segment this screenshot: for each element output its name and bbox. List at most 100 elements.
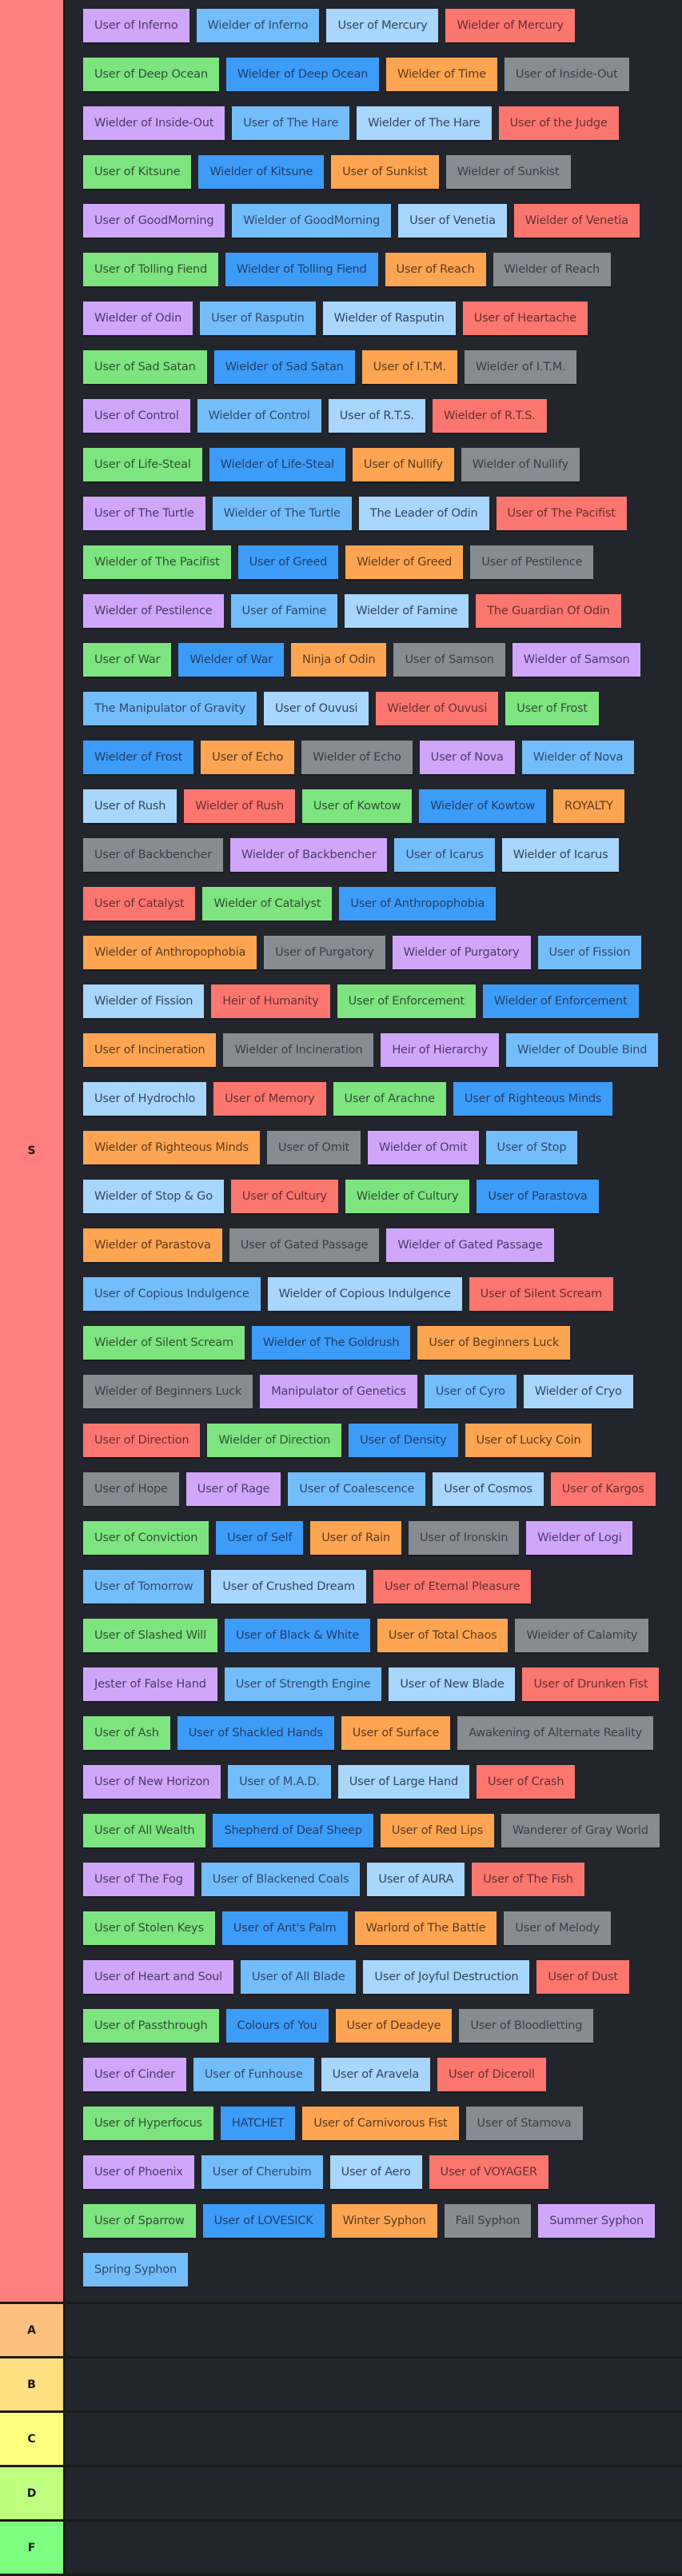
tier-item-chip[interactable]: User of Hyperfocus: [83, 2107, 213, 2140]
tier-item-chip[interactable]: User of Tolling Fiend: [83, 253, 219, 286]
tier-item-chip[interactable]: Wielder of Incineration: [223, 1033, 374, 1067]
tier-item-chip[interactable]: Wielder of Righteous Minds: [83, 1131, 260, 1164]
tier-item-chip[interactable]: Wielder of The Turtle: [212, 497, 352, 530]
tier-item-chip[interactable]: Wielder of Calamity: [515, 1619, 649, 1652]
tier-item-chip[interactable]: User of Phoenix: [83, 2155, 194, 2189]
tier-item-chip[interactable]: User of Cinder: [83, 2058, 186, 2091]
tier-item-chip[interactable]: Wielder of Nova: [521, 741, 635, 774]
tier-label-a[interactable]: A: [0, 2304, 66, 2356]
tier-item-chip[interactable]: User of Incineration: [83, 1033, 217, 1067]
tier-item-chip[interactable]: User of Beginners Luck: [417, 1326, 571, 1360]
tier-item-chip[interactable]: User of Nova: [419, 741, 515, 774]
tier-item-chip[interactable]: User of Deadeye: [335, 2009, 453, 2043]
tier-drop-zone-a[interactable]: [66, 2304, 682, 2356]
tier-item-chip[interactable]: User of Stop: [485, 1131, 578, 1164]
tier-item-chip[interactable]: Heir of Hierarchy: [381, 1033, 500, 1067]
tier-item-chip[interactable]: User of Kitsune: [83, 155, 192, 189]
tier-item-chip[interactable]: Wielder of Famine: [345, 594, 469, 628]
tier-label-s[interactable]: S: [0, 0, 66, 2302]
tier-item-chip[interactable]: Wielder of GoodMorning: [232, 204, 392, 238]
tier-item-chip[interactable]: User of Total Chaos: [377, 1619, 509, 1652]
tier-item-chip[interactable]: User of The Fog: [83, 1863, 194, 1896]
tier-item-chip[interactable]: User of Joyful Destruction: [363, 1960, 530, 1994]
tier-item-chip[interactable]: Wielder of Stop & Go: [83, 1180, 224, 1213]
tier-item-chip[interactable]: User of Famine: [230, 594, 338, 628]
tier-item-chip[interactable]: User of Aravela: [321, 2058, 431, 2091]
tier-item-chip[interactable]: ROYALTY: [553, 789, 624, 823]
tier-item-chip[interactable]: User of Silent Scream: [469, 1277, 614, 1311]
tier-item-chip[interactable]: Wielder of Control: [197, 399, 321, 433]
tier-item-chip[interactable]: User of Diceroll: [437, 2058, 546, 2091]
tier-item-chip[interactable]: User of VOYAGER: [429, 2155, 548, 2189]
tier-item-chip[interactable]: Wielder of The Hare: [357, 106, 492, 140]
tier-item-chip[interactable]: User of Deep Ocean: [83, 58, 219, 91]
tier-item-chip[interactable]: Wielder of War: [178, 643, 285, 677]
tier-item-chip[interactable]: User of Copious Indulgence: [83, 1277, 261, 1311]
tier-item-chip[interactable]: User of Blackened Coals: [201, 1863, 361, 1896]
tier-item-chip[interactable]: User of Eternal Pleasure: [373, 1570, 532, 1604]
tier-item-chip[interactable]: User of Black & White: [224, 1619, 370, 1652]
tier-item-chip[interactable]: Wielder of Copious Indulgence: [267, 1277, 462, 1311]
tier-item-chip[interactable]: User of Nullify: [352, 448, 454, 481]
tier-drop-zone-f[interactable]: [66, 2522, 682, 2574]
tier-label-f[interactable]: F: [0, 2522, 66, 2574]
tier-item-chip[interactable]: User of Red Lips: [380, 1814, 494, 1847]
tier-item-chip[interactable]: User of M.A.D.: [228, 1765, 331, 1799]
tier-item-chip[interactable]: User of Melody: [504, 1911, 611, 1945]
tier-item-chip[interactable]: The Guardian Of Odin: [476, 594, 621, 628]
tier-item-chip[interactable]: Wielder of Fission: [83, 984, 205, 1018]
tier-item-chip[interactable]: Wanderer of Gray World: [501, 1814, 660, 1847]
tier-item-chip[interactable]: User of Tomorrow: [83, 1570, 205, 1604]
tier-item-chip[interactable]: User of LOVESICK: [202, 2204, 325, 2238]
tier-item-chip[interactable]: User of Sunkist: [331, 155, 439, 189]
tier-item-chip[interactable]: Heir of Humanity: [211, 984, 330, 1018]
tier-item-chip[interactable]: User of Kowtow: [301, 789, 413, 823]
tier-item-chip[interactable]: Wielder of Logi: [526, 1521, 633, 1555]
tier-item-chip[interactable]: User of Rage: [185, 1472, 281, 1506]
tier-item-chip[interactable]: Wielder of Parastova: [83, 1228, 222, 1262]
tier-item-chip[interactable]: User of Ironskin: [409, 1521, 520, 1555]
tier-item-chip[interactable]: Wielder of Silent Scream: [83, 1326, 245, 1360]
tier-item-chip[interactable]: User of The Hare: [232, 106, 350, 140]
tier-item-chip[interactable]: User of Sad Satan: [83, 350, 207, 384]
tier-item-chip[interactable]: User of Cosmos: [433, 1472, 544, 1506]
tier-item-chip[interactable]: User of Heartache: [462, 302, 588, 335]
tier-item-chip[interactable]: User of Venetia: [398, 204, 507, 238]
tier-item-chip[interactable]: Warlord of The Battle: [354, 1911, 497, 1945]
tier-item-chip[interactable]: Wielder of The Pacifist: [83, 545, 231, 579]
tier-item-chip[interactable]: User of Cherubim: [201, 2155, 323, 2189]
tier-drop-zone-c[interactable]: [66, 2413, 682, 2465]
tier-item-chip[interactable]: User of Inferno: [83, 9, 189, 42]
tier-item-chip[interactable]: User of Cultury: [230, 1180, 338, 1213]
tier-item-chip[interactable]: User of Ouvusi: [263, 692, 369, 725]
tier-item-chip[interactable]: User of War: [83, 643, 172, 677]
tier-item-chip[interactable]: Wielder of Reach: [493, 253, 612, 286]
tier-item-chip[interactable]: User of Strength Engine: [224, 1667, 382, 1701]
tier-item-chip[interactable]: Wielder of Echo: [301, 741, 413, 774]
tier-item-chip[interactable]: Wielder of R.T.S.: [432, 399, 547, 433]
tier-item-chip[interactable]: User of Anthropophobia: [339, 887, 497, 921]
tier-item-chip[interactable]: User of Rasputin: [200, 302, 316, 335]
tier-item-chip[interactable]: User of Ant's Palm: [221, 1911, 348, 1945]
tier-item-chip[interactable]: Wielder of Kowtow: [419, 789, 547, 823]
tier-item-chip[interactable]: User of Aero: [329, 2155, 422, 2189]
tier-item-chip[interactable]: Wielder of Venetia: [513, 204, 640, 238]
tier-item-chip[interactable]: Wielder of Catalyst: [202, 887, 333, 921]
tier-item-chip[interactable]: User of Ash: [83, 1716, 170, 1750]
tier-item-chip[interactable]: Wielder of Samson: [512, 643, 641, 677]
tier-item-chip[interactable]: Wielder of I.T.M.: [464, 350, 577, 384]
tier-item-chip[interactable]: User of Catalyst: [83, 887, 196, 921]
tier-item-chip[interactable]: User of All Blade: [241, 1960, 357, 1994]
tier-item-chip[interactable]: Wielder of Beginners Luck: [83, 1375, 253, 1408]
tier-item-chip[interactable]: Wielder of Direction: [207, 1424, 342, 1457]
tier-item-chip[interactable]: User of Direction: [83, 1424, 201, 1457]
tier-item-chip[interactable]: User of Surface: [341, 1716, 451, 1750]
tier-item-chip[interactable]: User of Starnova: [465, 2107, 583, 2140]
tier-item-chip[interactable]: User of New Horizon: [83, 1765, 221, 1799]
tier-item-chip[interactable]: Colours of You: [225, 2009, 329, 2043]
tier-item-chip[interactable]: Jester of False Hand: [83, 1667, 217, 1701]
tier-item-chip[interactable]: User of Samson: [393, 643, 505, 677]
tier-item-chip[interactable]: User of Shackled Hands: [177, 1716, 334, 1750]
tier-item-chip[interactable]: User of Large Hand: [337, 1765, 469, 1799]
